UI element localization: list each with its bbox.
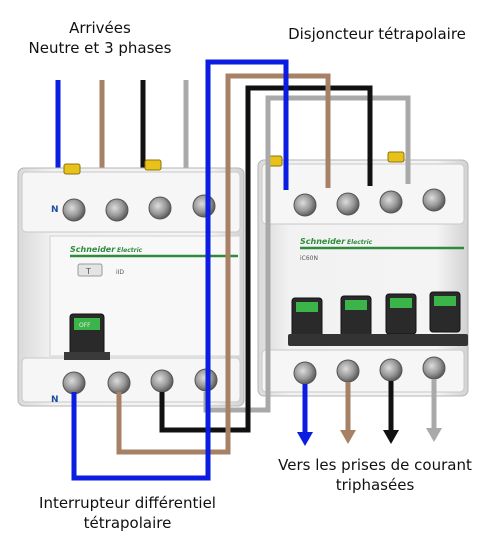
terminal-screw-icon bbox=[62, 198, 86, 222]
terminal-screw-icon bbox=[148, 196, 172, 220]
breaker-model: iC60N bbox=[300, 255, 318, 262]
breaker-handle-bar bbox=[288, 334, 468, 346]
rcd-top-terminals bbox=[62, 194, 216, 222]
incoming-label-line2: Neutre et 3 phases bbox=[28, 39, 172, 57]
terminal-screw-icon bbox=[336, 192, 360, 216]
jumper-brown-wire bbox=[116, 73, 331, 455]
breaker-handle-1-window bbox=[296, 302, 318, 312]
rcd-neutral-top-mark: N bbox=[51, 205, 59, 215]
rcd-handle-window bbox=[74, 318, 100, 330]
rcd-model: iID bbox=[116, 269, 124, 276]
terminal-screw-icon bbox=[422, 356, 446, 380]
outgoing-wires bbox=[297, 379, 442, 446]
terminal-screw-icon bbox=[105, 198, 129, 222]
breaker-bottom-terminals bbox=[293, 356, 446, 385]
terminal-screw-icon bbox=[192, 194, 216, 218]
terminal-screw-icon bbox=[150, 369, 174, 393]
rcd-test-button-label: T bbox=[85, 267, 91, 276]
breaker-handles bbox=[288, 291, 468, 346]
jumper-wires bbox=[71, 59, 411, 481]
breaker-top-terminals bbox=[293, 188, 446, 217]
rcd-label-line1: Interrupteur différentiel bbox=[39, 494, 216, 512]
breaker-label: Disjoncteur tétrapolaire bbox=[262, 24, 492, 44]
breaker-handle-3-window bbox=[390, 298, 412, 308]
rcd-handle-base bbox=[64, 352, 110, 360]
rcd-neutral-bottom-mark: N bbox=[51, 395, 59, 405]
jumper-black-wire bbox=[159, 85, 373, 433]
breaker-handle-2-window bbox=[345, 300, 367, 310]
terminal-screw-icon bbox=[422, 188, 446, 212]
yellow-clip-icon bbox=[63, 159, 162, 175]
rcd-handle-text: OFF bbox=[79, 322, 91, 329]
incoming-label-line1: Arrivées bbox=[69, 19, 131, 37]
terminal-screw-icon bbox=[107, 371, 131, 395]
terminal-screw-icon bbox=[336, 359, 360, 383]
outputs-label-line1: Vers les prises de courant bbox=[278, 456, 472, 474]
terminal-screw-icon bbox=[62, 371, 86, 395]
terminal-screw-icon bbox=[379, 358, 403, 382]
jumper-neutral-wire bbox=[71, 59, 289, 481]
down-arrow-icon bbox=[340, 430, 356, 444]
rcd-brand: Schneider bbox=[70, 245, 116, 254]
breaker-device: Schneider Electric iC60N bbox=[257, 151, 469, 397]
terminal-screw-icon bbox=[379, 190, 403, 214]
rcd-device: N Schneider Electric T iID OFF N bbox=[17, 159, 245, 407]
terminal-screw-icon bbox=[293, 193, 317, 217]
incoming-label: Arrivées Neutre et 3 phases bbox=[0, 18, 200, 58]
outputs-label-line2: triphasées bbox=[335, 476, 415, 494]
breaker-brand: Schneider bbox=[300, 237, 346, 246]
outputs-label: Vers les prises de courant triphasées bbox=[250, 455, 500, 495]
terminal-screw-icon bbox=[293, 361, 317, 385]
breaker-label-text: Disjoncteur tétrapolaire bbox=[288, 25, 466, 43]
down-arrow-icon bbox=[297, 432, 313, 446]
down-arrow-icon bbox=[383, 430, 399, 444]
down-arrow-icon bbox=[426, 428, 442, 442]
rcd-brand-sub: Electric bbox=[117, 247, 143, 254]
breaker-brand-sub: Electric bbox=[347, 239, 373, 246]
breaker-handle-4-window bbox=[434, 296, 456, 306]
rcd-label: Interrupteur différentiel tétrapolaire bbox=[0, 493, 255, 533]
rcd-label-line2: tétrapolaire bbox=[83, 514, 172, 532]
rcd-test-button[interactable] bbox=[77, 263, 103, 277]
